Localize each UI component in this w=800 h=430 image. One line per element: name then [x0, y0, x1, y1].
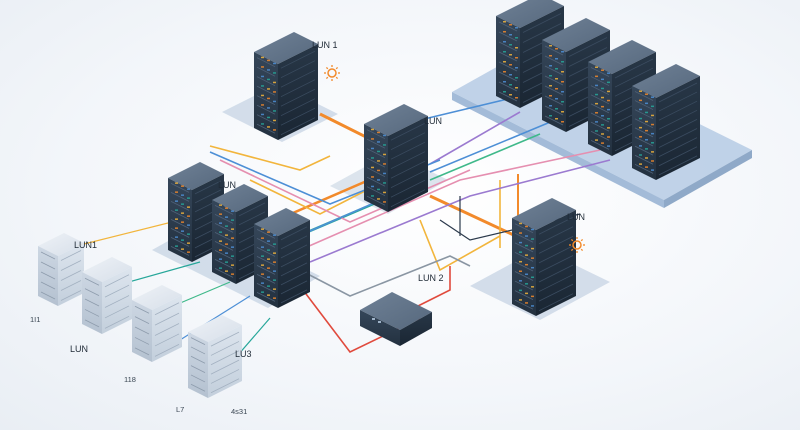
label-lun-cluster: LUN: [218, 180, 236, 190]
label-lun1-client: LUN1: [74, 240, 97, 250]
client-server: [82, 257, 132, 334]
link-line: [429, 117, 561, 173]
label-l7: L7: [176, 405, 184, 414]
link-line: [429, 194, 521, 240]
client-server: [188, 315, 242, 398]
label-lu3: LU3: [235, 349, 252, 359]
link-line: [299, 149, 601, 251]
link-line: [409, 266, 451, 311]
labels: LUN 1 LUN LUN LUN LUN 2 LUN1 LUN LU3 1I1…: [30, 40, 585, 416]
server-lun-right: [512, 198, 576, 316]
link-line: [429, 133, 541, 181]
label-118: 118: [124, 375, 136, 384]
server-center: [364, 104, 428, 212]
server-lun-1: [254, 32, 318, 140]
label-1i1: 1I1: [30, 315, 40, 324]
sun-icon: [569, 237, 585, 253]
server-cluster: [212, 184, 268, 284]
link-line: [309, 159, 611, 263]
label-lun-client: LUN: [70, 344, 88, 354]
label-lun-2: LUN 2: [418, 273, 444, 283]
link-line: [209, 145, 331, 171]
link-line: [299, 255, 471, 297]
link-line: [219, 159, 471, 223]
link-line: [429, 111, 521, 165]
servers: [38, 0, 700, 398]
client-server: [38, 233, 84, 306]
switch-box: [360, 292, 432, 346]
label-lun-1: LUN 1: [312, 40, 338, 50]
server-cluster: [254, 208, 310, 308]
sun-icon: [324, 65, 340, 81]
storage-server: [632, 64, 700, 180]
client-server: [132, 285, 182, 362]
label-4s31: 4s31: [231, 407, 247, 416]
link-line: [419, 219, 501, 272]
label-lun-right: LUN: [567, 212, 585, 222]
label-lun-center: LUN: [424, 116, 442, 126]
link-line: [419, 95, 521, 121]
